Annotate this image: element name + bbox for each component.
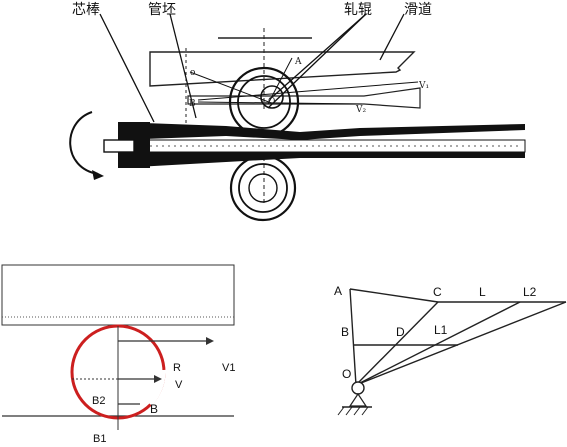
label-l2: L2 — [523, 285, 537, 299]
label-c: C — [433, 285, 442, 299]
tube-blank — [117, 122, 526, 168]
mark-v2: V₂ — [355, 105, 366, 115]
label-slide: 滑道 — [404, 1, 432, 18]
slide-pointer — [379, 13, 405, 61]
circle-gap — [148, 369, 166, 406]
slide-frame — [187, 87, 421, 109]
mark-a: A — [294, 57, 302, 67]
mandrel-end — [103, 139, 135, 153]
v1-line — [197, 81, 419, 101]
label-l1: L1 — [434, 323, 448, 337]
slide-block — [149, 51, 416, 87]
a-line — [267, 57, 293, 105]
line-o-l2 — [355, 301, 567, 386]
label-l: L — [479, 285, 486, 299]
pivot-support — [348, 392, 368, 407]
mark-v1: V₁ — [418, 81, 429, 91]
label-r: R — [173, 362, 181, 374]
label-o: O — [342, 367, 351, 381]
label-v: V — [175, 379, 183, 391]
rolling-block — [1, 264, 235, 326]
mark-b: B — [189, 99, 196, 109]
label-a: A — [334, 284, 342, 298]
roll-pointer-1 — [269, 13, 367, 100]
label-tube-blank: 管坯 — [148, 2, 176, 18]
lower-roll — [229, 154, 297, 222]
tube-blank-pointer — [169, 13, 197, 119]
o-line — [189, 71, 275, 105]
label-roll: 轧辊 — [344, 2, 372, 18]
mark-center: O — [268, 97, 275, 107]
label-b: B — [150, 402, 158, 416]
line-o-c — [355, 301, 439, 386]
link-ac — [349, 288, 439, 303]
line-o-l — [355, 301, 521, 386]
linkage-figure: A B O C D L L1 L2 — [334, 284, 567, 416]
label-mandrel: 芯棒 — [72, 2, 100, 18]
pivot-o — [351, 381, 365, 395]
v2-line — [197, 101, 363, 105]
rolling-mill-figure: 芯棒 管坯 轧辊 滑道 A o B O V₁ V₂ — [69, 1, 526, 222]
mark-o: o — [190, 68, 195, 78]
label-d: D — [396, 325, 405, 339]
label-v1: V1 — [222, 362, 235, 374]
link-ao — [349, 288, 357, 386]
label-b2: B2 — [92, 395, 105, 407]
roll-velocity-figure: R V V1 B2 B B1 — [1, 264, 235, 445]
roll-pointer-2 — [267, 13, 367, 109]
mandrel-pointer — [99, 13, 155, 123]
rotation-arrow — [69, 111, 99, 175]
label-b: B — [341, 325, 349, 339]
label-b1: B1 — [93, 433, 106, 445]
